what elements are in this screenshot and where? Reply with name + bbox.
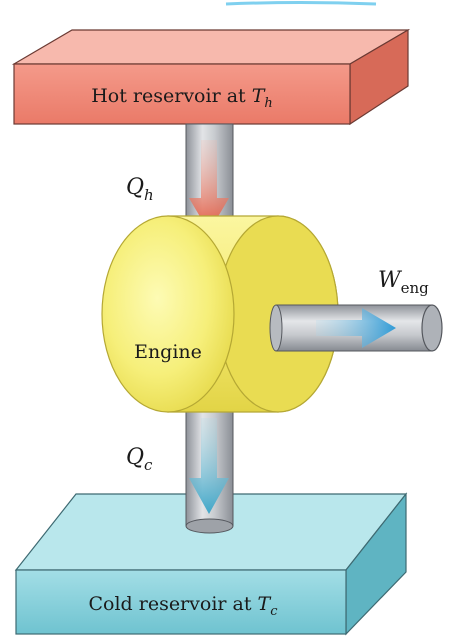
top-accent-line — [225, 1, 377, 6]
heat-out-label: Qc — [126, 445, 153, 474]
cold-reservoir-front-face — [15, 569, 347, 635]
work-pipe-inner-end — [269, 304, 283, 352]
hot-reservoir: Hot reservoir at Th — [11, 28, 411, 126]
work-pipe-open-end — [421, 304, 443, 352]
work-pipe — [269, 304, 443, 352]
hot-reservoir-top-face — [11, 29, 411, 65]
heat-in-label: Qh — [126, 175, 154, 204]
heat-in-arrow — [189, 140, 229, 232]
hot-reservoir-label: Hot reservoir at Th — [91, 85, 273, 111]
engine-cylinder-face — [101, 215, 235, 413]
hot-reservoir-front-face — [13, 63, 351, 125]
cold-reservoir-label: Cold reservoir at Tc — [88, 593, 278, 619]
lower-pipe-base — [185, 518, 234, 534]
work-out-label: Weng — [378, 268, 429, 297]
heat-out-arrow — [189, 418, 229, 514]
work-out-arrow — [316, 308, 396, 348]
engine-label: Engine — [134, 341, 202, 363]
